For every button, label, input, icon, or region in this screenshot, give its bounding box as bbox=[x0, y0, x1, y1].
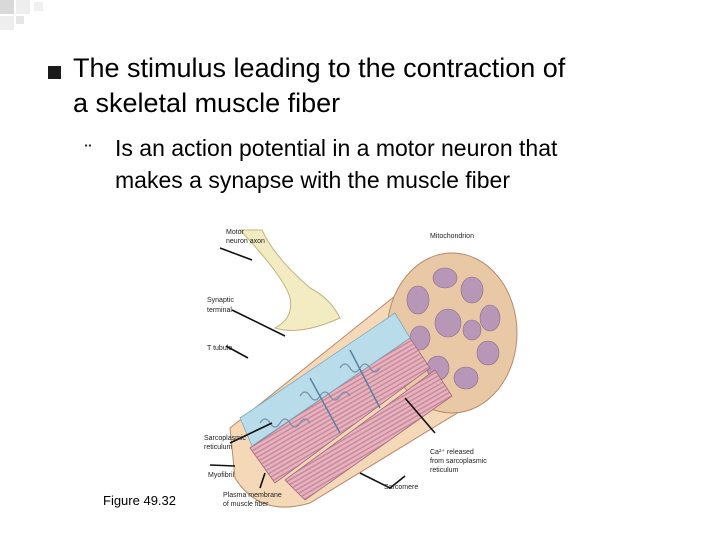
muscle-fiber-illustration bbox=[209, 229, 518, 508]
label-sarcoplasmic-reticulum-1: Sarcoplasmic bbox=[204, 435, 247, 442]
label-myofibril: Myofibril bbox=[208, 472, 235, 479]
label-synaptic-terminal-2: terminal bbox=[207, 307, 232, 314]
label-sarcomere: Sarcomere bbox=[384, 484, 419, 491]
corner-decoration bbox=[0, 0, 43, 30]
label-motor-neuron-axon-2: neuron axon bbox=[226, 238, 265, 245]
subpoint-line-1: Is an action potential in a motor neuron… bbox=[115, 135, 558, 161]
heading-line-1: The stimulus leading to the contraction … bbox=[73, 53, 566, 83]
label-ca-released-3: reticulum bbox=[430, 467, 459, 474]
bullet-square-icon bbox=[48, 66, 61, 79]
subpoint-line-2: makes a synapse with the muscle fiber bbox=[115, 167, 511, 193]
heading-line-2: a skeletal muscle fiber bbox=[73, 88, 341, 118]
figure-caption: Figure 49.32 bbox=[103, 493, 176, 508]
label-t-tubule: T tubule bbox=[207, 345, 233, 352]
label-plasma-membrane-1: Plasma membrane bbox=[223, 492, 282, 499]
label-sarcoplasmic-reticulum-2: reticulum bbox=[204, 444, 233, 451]
label-ca-released-1: Ca²⁺ released bbox=[430, 449, 474, 456]
label-synaptic-terminal-1: Synaptic bbox=[207, 297, 234, 304]
label-mitochondrion: Mitochondrion bbox=[430, 233, 474, 240]
subbullet-box-icon: ¨ bbox=[83, 141, 93, 165]
label-plasma-membrane-2: of muscle fiber bbox=[223, 501, 269, 508]
label-motor-neuron-axon-1: Motor bbox=[226, 229, 244, 236]
label-ca-released-2: from sarcoplasmic bbox=[430, 458, 487, 465]
